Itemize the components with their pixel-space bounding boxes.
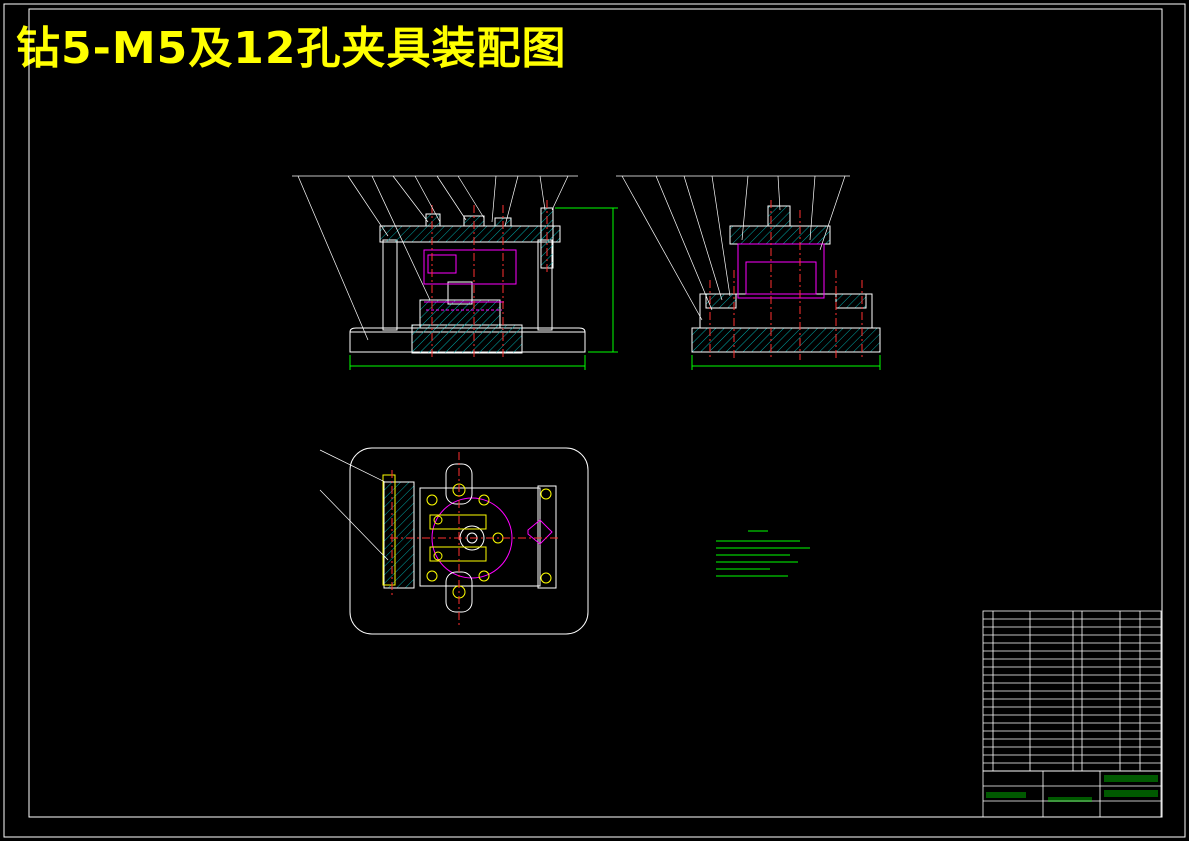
bom-table (982, 610, 1162, 772)
technical-notes (716, 530, 810, 577)
inner-border (28, 8, 1163, 818)
front-column-left (382, 239, 398, 331)
top-view (319, 447, 589, 635)
top-workpiece-circle (431, 497, 513, 579)
front-top-plate (379, 225, 561, 243)
side-top-plate (729, 225, 831, 245)
title-block (982, 770, 1162, 818)
front-workpiece (423, 249, 517, 285)
drawing-title: 钻5-M5及12孔夹具装配图 (16, 23, 567, 74)
side-base (691, 327, 881, 353)
top-base-outline (349, 447, 589, 635)
side-view (616, 175, 881, 370)
outer-border (3, 3, 1186, 838)
front-view (292, 175, 618, 370)
